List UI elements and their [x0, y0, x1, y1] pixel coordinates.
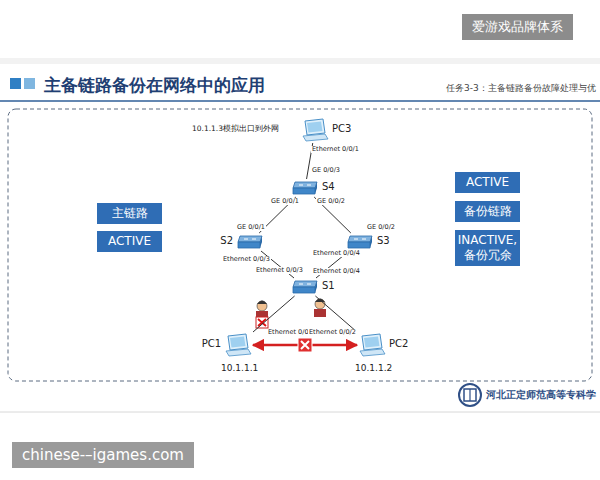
- ip-address: 10.1.1.2: [355, 363, 392, 373]
- port-label: GE 0/0/2: [316, 198, 346, 205]
- port-label: GE 0/0/3: [311, 167, 341, 174]
- box-text: ACTIVE: [99, 234, 160, 249]
- switch-icon: [291, 180, 319, 196]
- port-label: GE 0/0/1: [270, 198, 300, 205]
- port-label: Ethernet 0/0/1: [311, 146, 360, 153]
- pc-icon: [224, 333, 252, 357]
- watermark: 爱游戏品牌体系: [462, 14, 573, 40]
- pc-icon: [358, 333, 386, 357]
- port-label: GE 0/0/1: [236, 224, 266, 231]
- device-label: S1: [322, 280, 335, 291]
- status-box: 主链路: [97, 203, 162, 224]
- switch-icon: [291, 279, 319, 295]
- device-label: PC3: [332, 123, 351, 134]
- switch-device: S4: [291, 180, 319, 196]
- port-label: Ethernet 0/0/3: [255, 267, 304, 274]
- box-text: 备份链路: [457, 204, 518, 219]
- port-label: Ethernet 0/0/2: [308, 329, 357, 336]
- network-link: [253, 296, 295, 332]
- pc-device: PC1: [224, 333, 252, 357]
- port-label: Ethernet 0/0/4: [312, 250, 361, 257]
- device-label: PC2: [389, 338, 408, 349]
- network-link: [314, 197, 351, 233]
- status-box: ACTIVE: [97, 231, 162, 252]
- network-link: [315, 296, 357, 332]
- switch-device: S3: [346, 234, 374, 250]
- switch-icon: [346, 234, 374, 250]
- switch-device: S1: [291, 279, 319, 295]
- port-label: GE 0/0/2: [366, 224, 396, 231]
- box-text: ACTIVE: [457, 175, 518, 190]
- switch-icon: [236, 234, 264, 250]
- task-subtitle: 任务3-3：主备链路备份故障处理与优: [446, 82, 596, 95]
- pc-device: PC2: [358, 333, 386, 357]
- watermark: chinese-–igames.com: [12, 442, 194, 468]
- device-label: S3: [377, 235, 390, 246]
- pc-device: PC3: [301, 118, 329, 142]
- slide-title: 主备链路备份在网络中的应用: [44, 74, 265, 97]
- device-label: S4: [322, 181, 335, 192]
- block-mark: [298, 338, 312, 352]
- device-label: S2: [220, 235, 233, 246]
- box-text: 主链路: [99, 206, 160, 221]
- port-label: Ethernet 0/0/4: [312, 268, 361, 275]
- box-text: INACTIVE, 备份冗余: [457, 233, 518, 263]
- status-box: INACTIVE, 备份冗余: [455, 230, 520, 266]
- ip-address: 10.1.1.1: [221, 363, 258, 373]
- pc-icon: [301, 118, 329, 142]
- exit-note: 10.1.1.3模拟出口到外网: [192, 124, 279, 134]
- switch-device: S2: [236, 234, 264, 250]
- status-box: ACTIVE: [455, 172, 520, 193]
- port-label: Ethernet 0/0/3: [222, 256, 271, 263]
- status-box: 备份链路: [455, 201, 520, 222]
- college-logo-text: 河北正定师范高等专科学: [486, 388, 596, 402]
- device-label: PC1: [202, 338, 221, 349]
